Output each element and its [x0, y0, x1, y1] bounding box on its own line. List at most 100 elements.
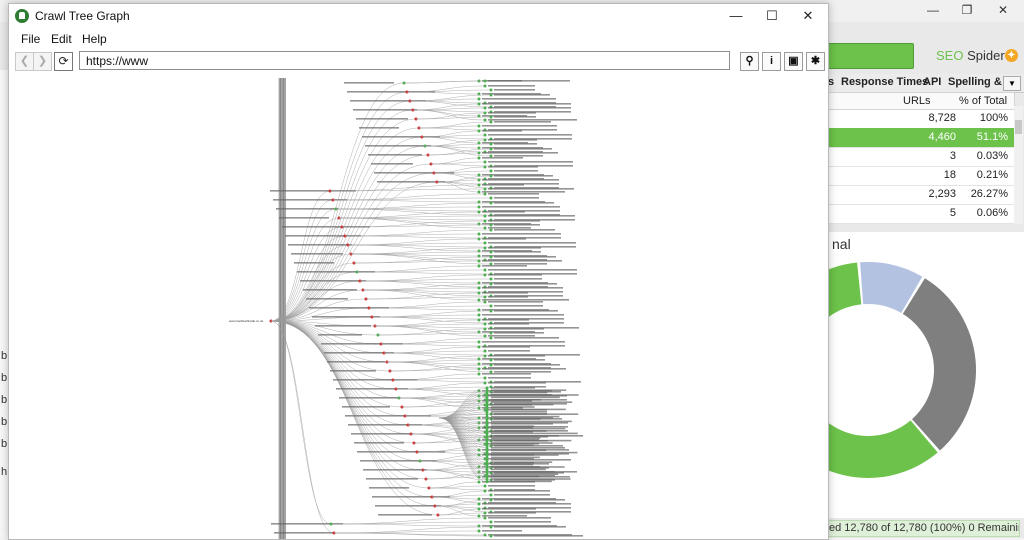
tree-node	[477, 507, 481, 511]
tree-edge	[398, 395, 480, 399]
node-label	[330, 370, 376, 372]
tree-node	[489, 525, 493, 529]
node-label	[488, 382, 546, 384]
node-label	[488, 193, 539, 195]
tree-edge	[389, 368, 480, 372]
node-label	[271, 523, 343, 525]
save-icon[interactable]: ▣	[784, 52, 803, 71]
table-row[interactable]: 18 0.21%	[829, 166, 1014, 186]
tree-edge	[409, 100, 492, 108]
search-icon[interactable]: ⚲	[740, 52, 759, 71]
node-label	[491, 478, 571, 480]
tree-node	[477, 129, 481, 133]
tab-response-times[interactable]: Response Times	[841, 76, 929, 88]
tab-spelling-grammar[interactable]: Spelling & G	[948, 76, 1014, 88]
table-row[interactable]: 8,728 100%	[829, 109, 1014, 129]
node-label	[488, 242, 576, 244]
node-label	[491, 444, 534, 447]
tree-node	[483, 273, 487, 277]
tree-node	[485, 408, 489, 412]
node-label	[488, 485, 535, 487]
node-label	[491, 427, 566, 430]
node-label	[360, 460, 436, 462]
tab-api[interactable]: API	[923, 76, 942, 88]
column-header-percent[interactable]: % of Total	[959, 95, 1008, 107]
crawl-progress-bar	[826, 43, 914, 69]
tree-edge	[427, 152, 480, 156]
background-restore-button[interactable]: ❐	[961, 3, 973, 17]
table-row[interactable]: 2,293 26.27%	[829, 185, 1014, 205]
table-scrollbar[interactable]	[1014, 106, 1023, 224]
scrollbar-thumb[interactable]	[1015, 120, 1022, 134]
maximize-button[interactable]: ☐	[766, 8, 778, 23]
settings-icon[interactable]: ✱	[806, 52, 825, 71]
tree-node	[485, 475, 489, 479]
node-label	[363, 469, 427, 471]
tree-node	[477, 362, 481, 366]
node-label	[356, 118, 408, 120]
info-icon[interactable]: i	[762, 52, 781, 71]
tree-edge	[270, 320, 412, 435]
tree-edge	[270, 181, 438, 322]
tree-node	[477, 237, 481, 241]
node-label	[482, 525, 557, 527]
close-button[interactable]: ✕	[802, 8, 814, 23]
tree-edge	[371, 310, 492, 318]
tree-edge	[270, 190, 331, 322]
table-row-selected[interactable]: 4,460 51.1%	[829, 128, 1014, 148]
node-label	[494, 310, 558, 312]
tree-edge	[270, 262, 355, 322]
minimize-button[interactable]: —	[729, 8, 743, 23]
node-label	[491, 394, 579, 396]
background-minimize-button[interactable]: —	[927, 3, 939, 17]
column-header-urls[interactable]: URLs	[903, 95, 931, 107]
window-titlebar[interactable]: Crawl Tree Graph — ☐ ✕	[9, 4, 828, 28]
node-label	[482, 363, 551, 365]
node-label	[488, 335, 535, 337]
table-row[interactable]: 3 0.03%	[829, 147, 1014, 167]
crawl-tree-graph-canvas[interactable]: www.trackbarfirelab.co.uk	[9, 78, 828, 539]
background-tab-bar: s Response Times API Spelling & G	[828, 74, 1024, 93]
tree-edge	[406, 91, 480, 95]
node-label	[494, 337, 559, 339]
menu-file[interactable]: File	[21, 32, 41, 46]
tree-node	[485, 436, 489, 440]
back-button[interactable]: ❮	[15, 52, 34, 71]
left-letter: b	[1, 350, 8, 362]
tree-edge	[270, 320, 427, 480]
tree-edge	[270, 280, 361, 322]
crawl-tree-svg[interactable]: www.trackbarfirelab.co.uk	[9, 78, 828, 539]
tree-edge	[371, 316, 492, 324]
url-field[interactable]: https://www	[79, 51, 730, 70]
menu-edit[interactable]: Edit	[51, 32, 72, 46]
node-label	[488, 490, 550, 492]
node-label	[488, 112, 536, 114]
node-label	[350, 100, 426, 102]
tree-edge	[270, 154, 429, 322]
tree-node	[483, 111, 487, 115]
tree-node	[477, 502, 481, 506]
node-label	[348, 424, 422, 426]
node-label	[491, 437, 541, 439]
refresh-button[interactable]: ⟳	[54, 52, 73, 71]
background-close-button[interactable]: ✕	[997, 3, 1009, 17]
tree-node	[489, 331, 493, 335]
node-label	[491, 408, 566, 411]
node-label	[359, 127, 399, 129]
tree-edge	[270, 320, 409, 426]
forward-button[interactable]: ❯	[33, 52, 52, 71]
menu-help[interactable]: Help	[82, 32, 107, 46]
tab-dropdown-icon[interactable]: ▼	[1003, 76, 1021, 91]
node-label	[366, 478, 418, 480]
donut-chart-panel	[760, 232, 1024, 518]
tree-edge	[398, 397, 480, 409]
tree-node	[483, 106, 487, 110]
cell-urls: 4,460	[928, 131, 956, 143]
tab-partial[interactable]: s	[828, 76, 835, 88]
cell-urls: 2,293	[928, 188, 956, 200]
node-label	[494, 143, 537, 145]
node-label	[285, 235, 361, 237]
table-row[interactable]: 5 0.06%	[829, 204, 1014, 224]
node-label	[374, 172, 454, 174]
node-label	[494, 295, 563, 297]
